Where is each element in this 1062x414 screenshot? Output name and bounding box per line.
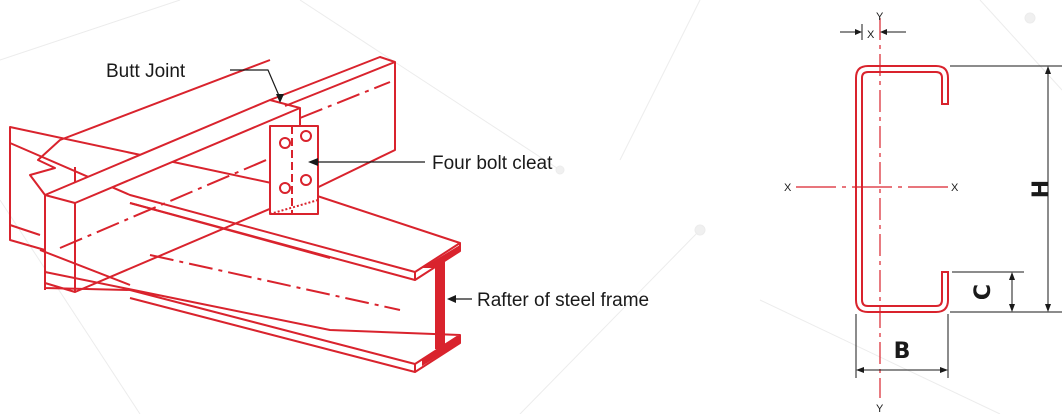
cleat-label: Four bolt cleat [432, 153, 553, 174]
cleat-leader [308, 158, 425, 166]
butt-joint-leader [230, 69, 284, 103]
axis-label-x-left: X [784, 182, 792, 194]
four-bolt-cleat [269, 125, 319, 215]
rafter-end-section [422, 245, 460, 366]
lip-dimension [952, 271, 1024, 312]
height-label: H [1029, 180, 1054, 198]
axis-label-x-right: X [951, 182, 959, 194]
section-axes [796, 18, 948, 398]
x-offset-dimension [840, 24, 906, 40]
axis-label-y-bottom: Y [876, 403, 884, 414]
breadth-dimension [855, 314, 949, 378]
breadth-label: B [894, 339, 911, 364]
rafter-i-beam [9, 126, 461, 373]
height-dimension [950, 65, 1062, 313]
rafter-leader [447, 295, 472, 303]
rafter-label: Rafter of steel frame [477, 290, 649, 311]
c-section-drawing [796, 18, 1062, 398]
axis-label-x-offset: X [867, 29, 875, 41]
butt-joint-label: Butt Joint [106, 61, 186, 82]
beam-connection-drawing [9, 56, 472, 373]
c-section-profile [855, 65, 949, 313]
axis-label-y-top: Y [876, 11, 884, 23]
lip-label: C [971, 284, 996, 300]
